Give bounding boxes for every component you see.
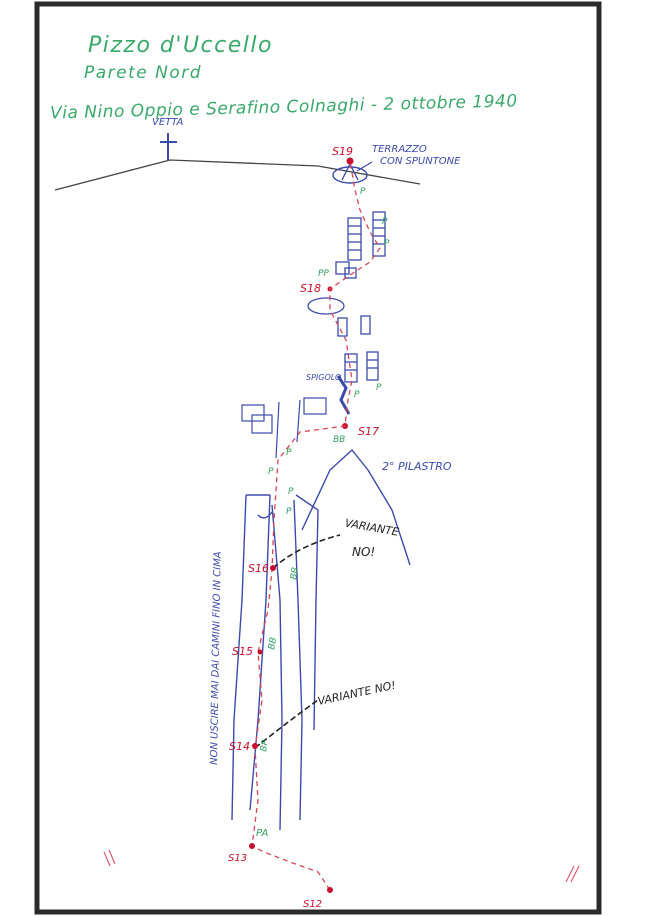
belay-s13 xyxy=(249,843,255,849)
variante-line-1 xyxy=(272,534,341,569)
station-s14: S14 xyxy=(229,740,250,753)
prot-p-3: P xyxy=(268,467,274,477)
ridge-line xyxy=(54,159,421,191)
vetta-label: VETTA xyxy=(152,117,183,128)
spigolo-edge xyxy=(336,375,351,415)
prot-p-4: P xyxy=(286,448,292,458)
s18-ellipse xyxy=(307,297,345,315)
belay-s12 xyxy=(327,887,333,893)
variante-label-1b: NO! xyxy=(352,545,375,559)
belay-s19 xyxy=(346,157,354,165)
station-s17: S17 xyxy=(358,425,379,438)
station-s12: S12 xyxy=(303,899,322,910)
camini-note: NON USCIRE MAI DAI CAMINI FINO IN CIMA xyxy=(209,551,224,765)
terrazzo-label-1: TERRAZZO xyxy=(372,144,427,155)
variante-line-2 xyxy=(254,699,319,749)
pillar-outline xyxy=(301,448,411,566)
prot-bb-s16: BB xyxy=(289,567,301,581)
station-s13: S13 xyxy=(228,853,247,864)
station-s19: S19 xyxy=(332,145,353,158)
belay-s14 xyxy=(252,743,258,749)
spigolo-label: SPIGOLO xyxy=(306,373,341,382)
page-border xyxy=(34,1,602,915)
pilastro-label: 2° PILASTRO xyxy=(382,460,452,473)
terrazzo-label-2: CON SPUNTONE xyxy=(380,156,461,167)
prot-bb-s15: BB xyxy=(267,637,279,651)
title-line-1: Pizzo d'Uccello xyxy=(88,33,273,58)
belay-s16 xyxy=(270,565,276,571)
corner-marks xyxy=(103,849,580,883)
summit-cross-icon xyxy=(160,133,177,160)
prot-bp-s14: BP xyxy=(259,739,271,753)
terrace-ellipse xyxy=(332,166,368,184)
prot-pa-s13: PA xyxy=(256,828,269,839)
prot-bb-s17: BB xyxy=(333,435,345,445)
station-s15: S15 xyxy=(232,645,253,658)
route-line xyxy=(251,160,381,891)
upper-blocks xyxy=(335,211,386,279)
station-s16: S16 xyxy=(248,562,269,575)
terrace-arrow xyxy=(356,161,373,172)
prot-p-8: P xyxy=(384,239,390,249)
belay-s15 xyxy=(257,649,263,655)
station-s18: S18 xyxy=(300,282,321,295)
prot-p-9: P xyxy=(360,187,366,197)
prot-p-7: P xyxy=(382,217,388,227)
prot-p-5: P xyxy=(354,390,360,400)
prot-pp-s18: PP xyxy=(318,269,329,279)
chimney-system xyxy=(231,494,319,831)
mid-blocks xyxy=(337,315,379,383)
prot-p-2: P xyxy=(288,487,294,497)
title-line-2: Parete Nord xyxy=(84,63,202,83)
prot-p-6: P xyxy=(376,383,382,393)
prot-p-1: P xyxy=(286,507,292,517)
